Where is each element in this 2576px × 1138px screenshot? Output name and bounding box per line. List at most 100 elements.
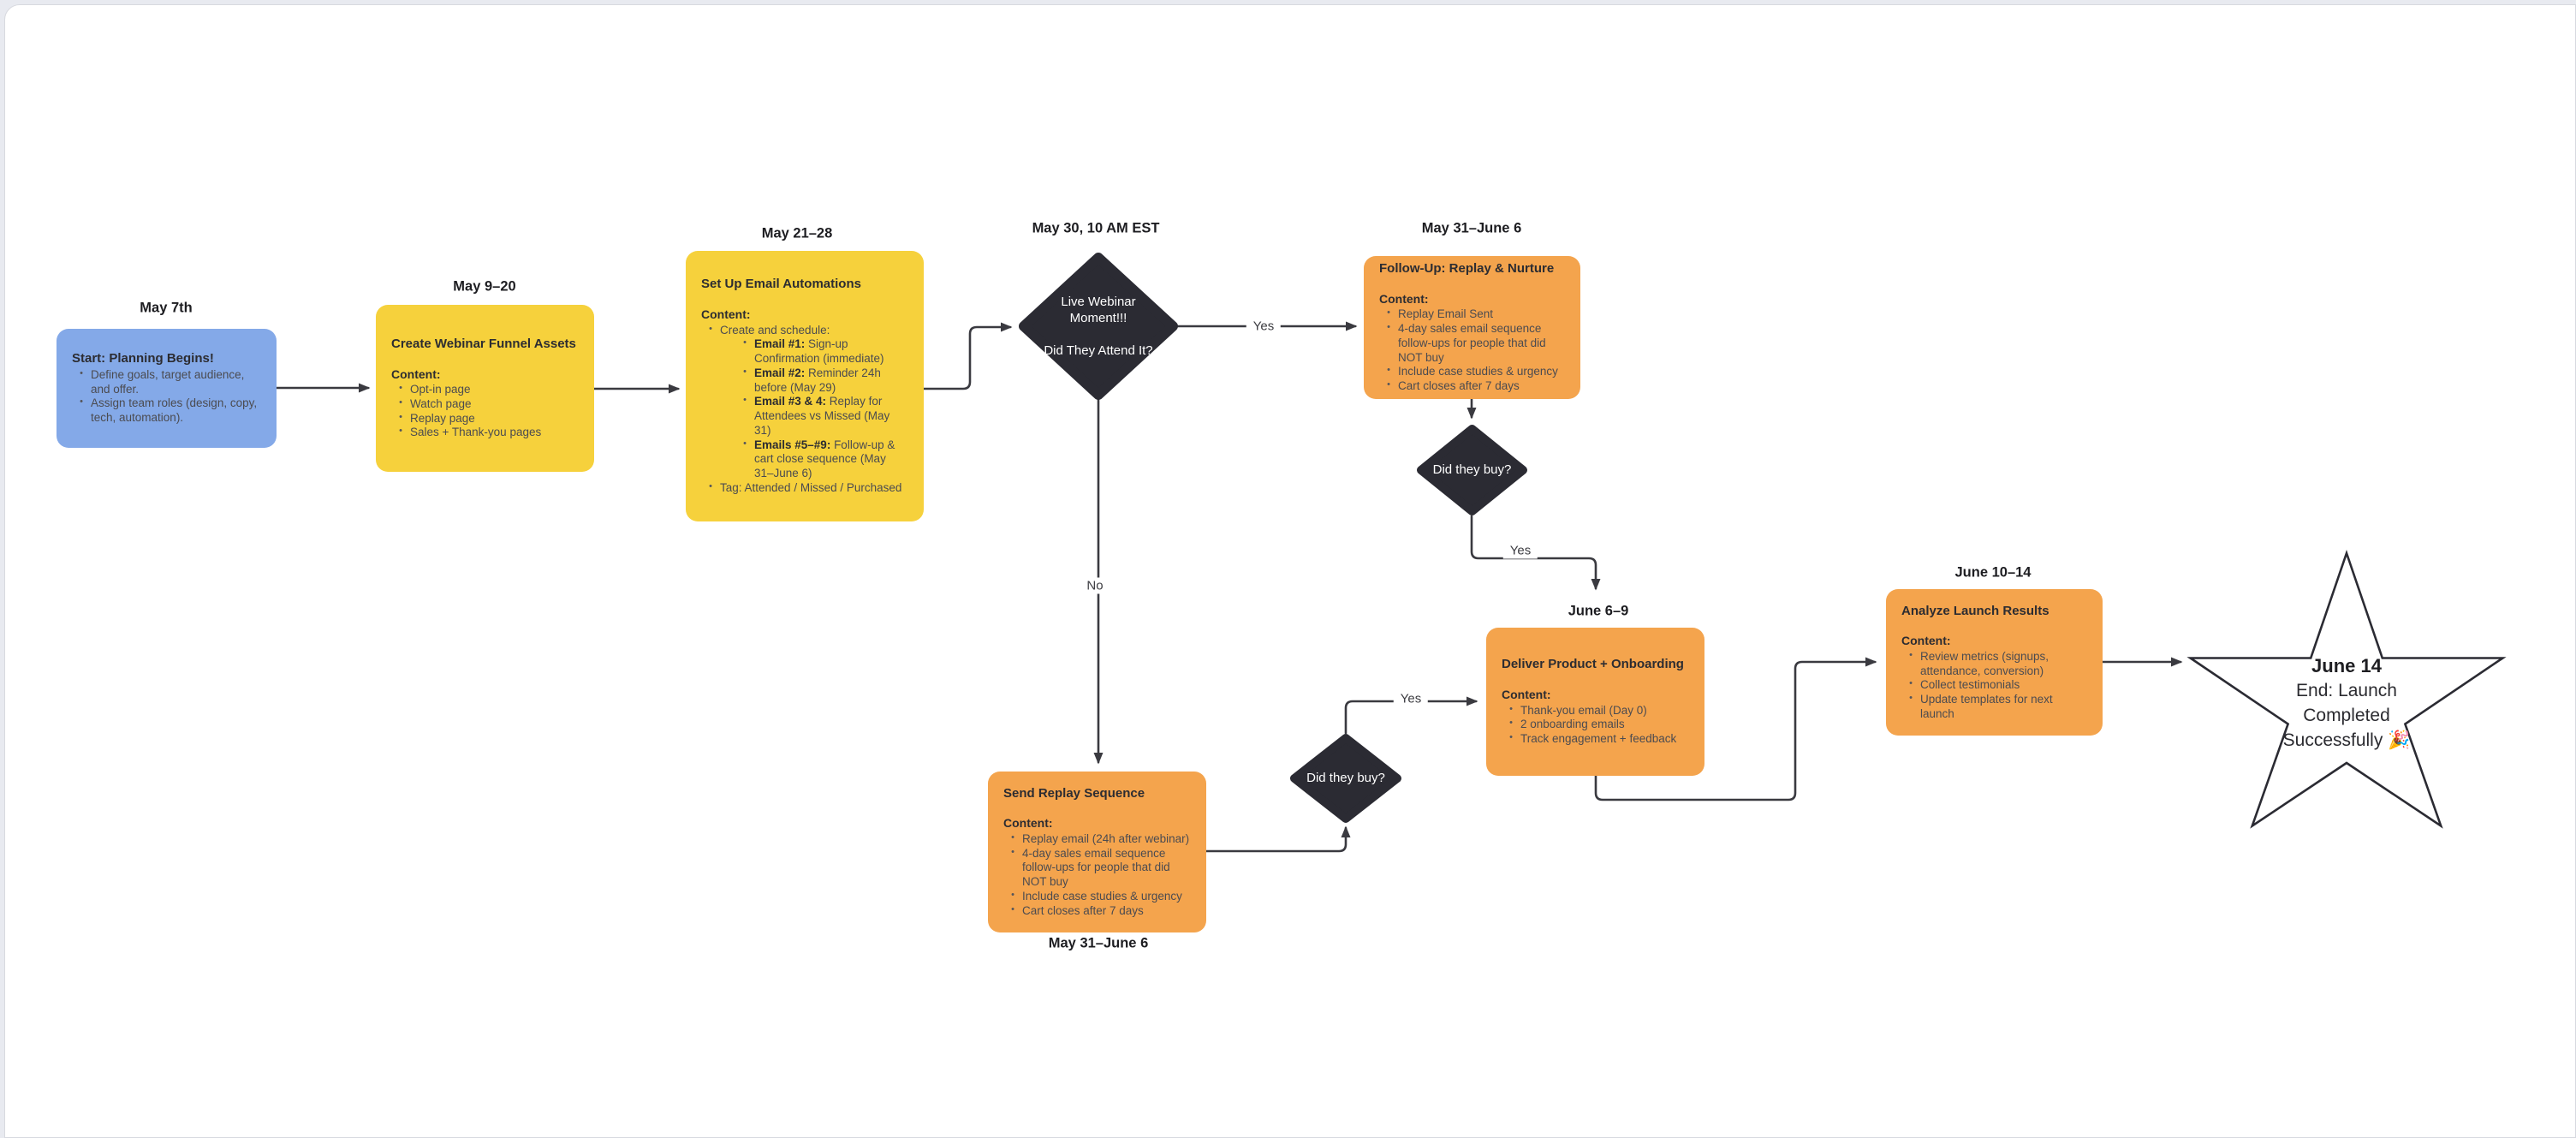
node-analyze[interactable]: Analyze Launch Results Content: •Review … — [1886, 589, 2103, 736]
node-analyze-title: Analyze Launch Results — [1901, 603, 2049, 618]
node-followup-title: Follow-Up: Replay & Nurture — [1379, 261, 1555, 277]
bullet-item: •Define goals, target audience, and offe… — [72, 368, 261, 396]
bullet-dot: • — [1011, 903, 1014, 915]
bullet-dot: • — [1909, 649, 1913, 660]
bullet-item: •Replay page — [391, 412, 579, 426]
bullet-dot: • — [1011, 831, 1014, 843]
node-funnel-assets[interactable]: Create Webinar Funnel Assets Content: •O… — [376, 305, 594, 472]
bullet-dot: • — [80, 367, 83, 378]
bullet-dot: • — [1387, 379, 1390, 390]
node-buy2-text: Did they buy? — [1306, 771, 1385, 786]
node-analyze-bullets: •Review metrics (signups, attendance, co… — [1901, 650, 2087, 722]
bullet-dot: • — [1011, 846, 1014, 857]
bullet-item: •Watch page — [391, 397, 579, 412]
bullet-dot: • — [1909, 692, 1913, 703]
bullet-item: •Emails #5–#9: Follow-up & cart close se… — [735, 438, 908, 481]
node-followup[interactable]: Follow-Up: Replay & Nurture Content: •Re… — [1364, 256, 1580, 399]
bullet-dot: • — [1509, 703, 1513, 714]
bullet-dot: • — [709, 480, 712, 492]
label-send-replay-date: May 31–June 6 — [1048, 935, 1149, 951]
bullet-dot: • — [1909, 678, 1913, 689]
bullet-item: •Include case studies & urgency — [1003, 890, 1191, 904]
whiteboard-canvas: May 7th May 9–20 May 21–28 May 30, 10 AM… — [4, 4, 2576, 1138]
node-send-replay-subtitle: Content: — [1003, 816, 1053, 831]
node-followup-bullets: •Replay Email Sent•4-day sales email seq… — [1379, 307, 1565, 393]
edge-label-attend-no[interactable]: No — [1080, 577, 1110, 594]
bullet-dot: • — [399, 411, 402, 422]
node-funnel-bullets: •Opt-in page•Watch page•Replay page•Sale… — [391, 383, 579, 440]
bullet-item: •Cart closes after 7 days — [1379, 379, 1565, 394]
bullet-dot: • — [1509, 718, 1513, 729]
bullet-dot: • — [743, 395, 747, 406]
bullet-item: •Replay Email Sent — [1379, 307, 1565, 322]
node-star-text: June 14 End: Launch Completed Successful… — [2248, 653, 2445, 754]
bullet-dot: • — [1387, 322, 1390, 333]
bullet-item: •Email #1: Sign-up Confirmation (immedia… — [735, 337, 908, 366]
bullet-item: •Track engagement + feedback — [1502, 732, 1689, 747]
node-buy-decision-2[interactable]: Did they buy? — [1289, 733, 1402, 824]
bullet-dot: • — [1011, 889, 1014, 900]
label-analyze-date: June 10–14 — [1954, 564, 2032, 581]
node-send-replay[interactable]: Send Replay Sequence Content: •Replay em… — [988, 772, 1206, 932]
bullet-item: •Sales + Thank-you pages — [391, 426, 579, 440]
node-deliver-subtitle: Content: — [1502, 688, 1551, 702]
edge-label-attend-yes[interactable]: Yes — [1246, 318, 1282, 335]
node-webinar-decision[interactable]: Live Webinar Moment!!! Did They Attend I… — [1018, 252, 1179, 401]
node-buy1-text: Did they buy? — [1432, 462, 1512, 478]
node-deliver-title: Deliver Product + Onboarding — [1502, 657, 1684, 672]
star-shape — [2186, 550, 2507, 829]
label-funnel-date: May 9–20 — [453, 278, 516, 295]
bullet-item: •Include case studies & urgency — [1379, 365, 1565, 379]
bullet-item: •Review metrics (signups, attendance, co… — [1901, 650, 2087, 678]
bullet-dot: • — [399, 383, 402, 394]
edge-label-buy1-yes[interactable]: Yes — [1502, 542, 1538, 559]
bullet-item: •4-day sales email sequence follow-ups f… — [1003, 847, 1191, 890]
bullet-item: •Collect testimonials — [1901, 678, 2087, 693]
node-email-subtitle: Content: — [701, 307, 751, 322]
label-deliver-date: June 6–9 — [1568, 603, 1629, 619]
diamond-shape — [1019, 253, 1178, 400]
label-webinar-date: May 30, 10 AM EST — [1032, 220, 1160, 236]
star-date: June 14 — [2311, 655, 2382, 677]
node-end-star[interactable]: June 14 End: Launch Completed Successful… — [2184, 550, 2509, 849]
bullet-dot: • — [1387, 307, 1390, 319]
bullet-dot: • — [743, 366, 747, 377]
bullet-dot: • — [709, 323, 712, 334]
bullet-item: •Assign team roles (design, copy, tech, … — [72, 396, 261, 425]
node-analyze-subtitle: Content: — [1901, 634, 1951, 648]
bullet-dot: • — [1387, 365, 1390, 376]
bullet-dot: • — [399, 426, 402, 437]
node-funnel-title: Create Webinar Funnel Assets — [391, 336, 576, 351]
bullet-item: •4-day sales email sequence follow-ups f… — [1379, 322, 1565, 365]
node-send-replay-title: Send Replay Sequence — [1003, 785, 1145, 801]
bullet-item: •Tag: Attended / Missed / Purchased — [701, 481, 908, 496]
node-deliver[interactable]: Deliver Product + Onboarding Content: •T… — [1486, 628, 1704, 776]
label-followup-date: May 31–June 6 — [1421, 220, 1522, 236]
bullet-dot: • — [743, 438, 747, 449]
node-followup-subtitle: Content: — [1379, 291, 1429, 306]
bullet-dot: • — [80, 396, 83, 408]
node-email-automations[interactable]: Set Up Email Automations Content: •Creat… — [686, 251, 924, 521]
diamond-shape — [1417, 425, 1527, 515]
connector-send-replay-to-buy2[interactable] — [1205, 825, 1351, 853]
bullet-item: •Email #3 & 4: Replay for Attendees vs M… — [735, 395, 908, 438]
bullet-item: •Thank-you email (Day 0) — [1502, 704, 1689, 718]
bullet-item: •Opt-in page — [391, 383, 579, 397]
node-funnel-subtitle: Content: — [391, 366, 441, 381]
node-send-replay-bullets: •Replay email (24h after webinar)•4-day … — [1003, 832, 1191, 918]
label-email-date: May 21–28 — [761, 225, 833, 241]
bullet-item: •2 onboarding emails — [1502, 718, 1689, 732]
bullet-item: •Replay email (24h after webinar) — [1003, 832, 1191, 847]
node-planning-title: Start: Planning Begins! — [72, 351, 214, 366]
bullet-item: •Create and schedule: — [701, 324, 908, 338]
bullet-dot: • — [1509, 731, 1513, 742]
bullet-item: •Cart closes after 7 days — [1003, 904, 1191, 919]
node-webinar-text: Live Webinar Moment!!! Did They Attend I… — [1044, 295, 1153, 358]
connector-email-to-webinar-decision[interactable] — [922, 322, 1013, 390]
diamond-shape — [1290, 734, 1401, 823]
node-planning-bullets: •Define goals, target audience, and offe… — [72, 368, 261, 426]
label-planning-date: May 7th — [140, 300, 193, 316]
node-planning[interactable]: Start: Planning Begins! •Define goals, t… — [57, 329, 277, 448]
node-buy-decision-1[interactable]: Did they buy? — [1416, 424, 1528, 516]
edge-label-buy2-yes[interactable]: Yes — [1393, 690, 1429, 707]
